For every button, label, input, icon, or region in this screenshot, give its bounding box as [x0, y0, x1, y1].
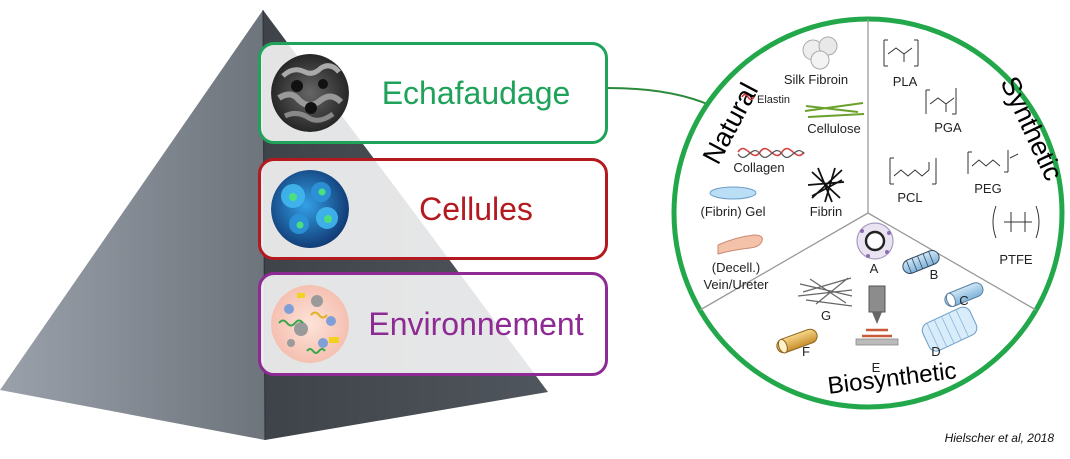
- label-decell: (Decell.): [712, 260, 760, 275]
- silk-fibroin-icon: [802, 36, 838, 70]
- label-elastin: Elastin: [757, 94, 790, 106]
- label-pcl: PCL: [897, 190, 922, 205]
- label-cellulose: Cellulose: [807, 121, 860, 136]
- tier-environnement: Environnement: [258, 272, 608, 376]
- label-f: F: [802, 344, 810, 359]
- pyramid-left-face: [0, 10, 265, 440]
- citation: Hielscher et al, 2018: [944, 431, 1054, 445]
- label-silk-fibroin: Silk Fibroin: [784, 72, 848, 87]
- tube-f-icon: [776, 328, 818, 354]
- label-ptfe: PTFE: [999, 252, 1033, 267]
- tier-label: Cellules: [419, 190, 533, 227]
- label-b: B: [930, 267, 939, 282]
- molecular-environment-icon: [271, 285, 349, 363]
- label-collagen: Collagen: [733, 160, 784, 175]
- label-peg: PEG: [974, 181, 1001, 196]
- fibrin-gel-icon: [709, 186, 757, 200]
- bioprinter-e-icon: [855, 285, 899, 346]
- fibrin-icon: [807, 167, 845, 203]
- tier-label: Environnement: [368, 305, 584, 342]
- tier-cellules: Cellules: [258, 158, 608, 260]
- pla-structure-icon: [883, 39, 919, 67]
- cellulose-icon: [804, 102, 865, 118]
- elastin-icon: [741, 93, 755, 101]
- tube-c-icon: [944, 282, 984, 308]
- cells-icon: [271, 170, 349, 248]
- tube-a-icon: [856, 222, 894, 260]
- label-a: A: [870, 261, 879, 276]
- collagen-icon: [737, 147, 805, 158]
- label-pga: PGA: [934, 120, 962, 135]
- fiber-mesh-g-icon: [797, 277, 853, 307]
- decellularized-vein-icon: [717, 234, 763, 255]
- label-fibrin: Fibrin: [810, 204, 843, 219]
- sector-divider: [867, 212, 1037, 311]
- materials-circle: Natural Synthetic Biosynthetic Silk Fibr…: [671, 16, 1069, 410]
- label-pla: PLA: [893, 74, 918, 89]
- pcl-structure-icon: [889, 157, 937, 185]
- label-d: D: [931, 344, 940, 359]
- label-fibrin-gel: (Fibrin) Gel: [700, 204, 765, 219]
- label-g: G: [821, 308, 831, 323]
- ptfe-structure-icon: [992, 205, 1040, 239]
- tube-b-icon: [902, 250, 940, 274]
- label-c: C: [959, 293, 968, 308]
- tier-label: Echafaudage: [381, 74, 571, 111]
- porous-scaffold-icon: [271, 54, 349, 132]
- peg-structure-icon: [967, 150, 1019, 174]
- tier-echafaudage: Echafaudage: [258, 42, 608, 144]
- tube-d-icon: [921, 306, 978, 352]
- pga-structure-icon: [925, 88, 957, 115]
- label-e: E: [872, 360, 881, 375]
- sector-divider: [699, 212, 869, 311]
- label-vein-ureter: Vein/Ureter: [703, 277, 769, 292]
